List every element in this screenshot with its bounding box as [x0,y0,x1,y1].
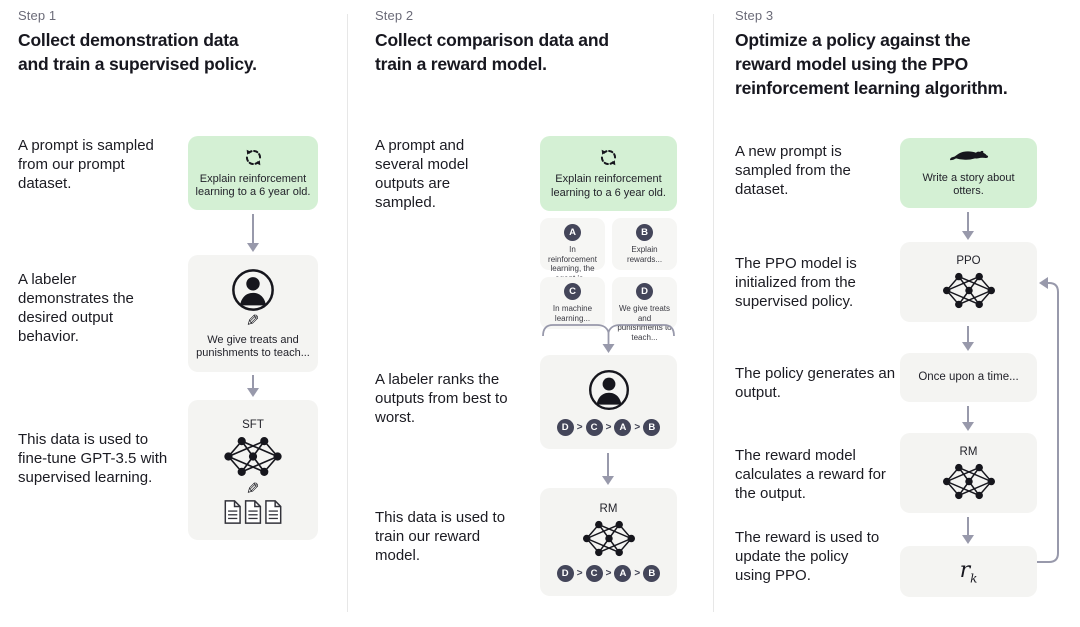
step3-prompt-box: Write a story about otters. [900,138,1037,208]
column-divider [713,14,714,612]
step2-prompt-box: Explain reinforcement learning to a 6 ye… [540,136,677,211]
step3-caption-reward: The reward model calculates a reward for… [735,447,886,502]
step3-label: Step 3 [735,8,774,23]
step1-labeler-box: ✎ We give treats and punishments to teac… [188,255,318,372]
rank-separator: > [576,422,583,433]
rank-badge: B [643,564,661,582]
rank-badge: C [585,564,603,582]
network-icon [582,520,635,556]
step2-title: Collect comparison data and train a rewa… [375,30,609,74]
otter-icon [949,150,988,160]
documents-icon [224,499,282,524]
rank-badge: A [614,419,632,436]
step1-sft-box: SFT ✎ [188,400,318,540]
step2-prompt-text: Explain reinforcement learning to a 6 ye… [551,173,666,199]
pencil-icon: ✎ [246,478,260,498]
sft-label: SFT [242,418,264,431]
down-arrow [962,326,974,351]
step1-caption-prompt: A prompt is sampled from our prompt data… [18,137,154,192]
step3-caption-ppo-init: The PPO model is initialized from the su… [735,255,857,310]
rank-badge: D [556,419,574,436]
rm-label: RM [959,445,978,458]
network-icon [224,436,282,476]
network-icon [942,463,995,499]
output-a-box: A In reinforcement learning, the agent i… [540,218,605,283]
step3-rm-box: RM [900,433,1037,513]
step2-caption-ranks: A labeler ranks the outputs from best to… [375,371,508,426]
ranking-row: D > C > A > B [556,419,661,436]
step3-prompt-text: Write a story about otters. [922,171,1015,198]
step3-reward-box: rk [900,546,1037,597]
step3-caption-prompt: A new prompt is sampled from the dataset… [735,143,851,198]
down-arrow [247,214,259,252]
down-arrow [247,375,259,397]
feedback-loop-arrow [1037,277,1059,563]
step1-label: Step 1 [18,8,57,23]
step1-prompt-text: Explain reinforcement learning to a 6 ye… [195,172,311,199]
step1-prompt-box: Explain reinforcement learning to a 6 ye… [188,136,318,210]
step1-caption-finetune: This data is used to fine-tune GPT-3.5 w… [18,431,168,486]
step1-labeler-text: We give treats and punishments to teach.… [196,333,310,360]
output-a-badge: A [564,224,581,241]
reward-value: rk [959,557,978,586]
output-d-text: We give treats and punishments to teach.… [617,304,672,342]
person-icon [232,268,274,311]
step3-caption-output: The policy generates an output. [735,365,896,401]
output-b-box: B Explain rewards... [612,218,677,270]
step2-labeler-box: D > C > A > B [540,355,677,449]
rank-separator: > [605,567,612,579]
person-icon [588,370,629,410]
output-c-box: C In machine learning... [540,277,605,329]
column-divider [347,14,348,612]
step2-caption-train: This data is used to train our reward mo… [375,509,506,564]
output-c-text: In machine learning... [552,304,593,323]
rank-badge: B [643,419,661,436]
output-b-text: Explain rewards... [626,245,663,264]
step1-caption-labeler: A labeler demonstrates the desired outpu… [18,271,134,345]
step1-title: Collect demonstration data and train a s… [18,30,257,74]
network-icon [942,272,995,308]
ppo-label: PPO [956,254,981,267]
output-c-badge: C [564,283,581,300]
rank-separator: > [634,567,641,579]
brace-arrow [542,324,675,353]
down-arrow [602,453,614,485]
output-d-badge: D [636,283,653,300]
rank-badge: A [614,564,632,582]
rank-separator: > [576,567,583,579]
step3-output-text: Once upon a time... [918,370,1019,383]
step2-rm-box: RM D > C > A > B [540,488,677,596]
output-b-badge: B [636,224,653,241]
down-arrow [962,406,974,431]
step3-output-box: Once upon a time... [900,353,1037,402]
ranking-row: D > C > A > B [556,564,661,582]
down-arrow [962,517,974,544]
rank-badge: D [556,564,574,582]
step3-title: Optimize a policy against the reward mod… [735,30,1008,98]
rm-label: RM [599,502,618,515]
output-d-box: D We give treats and punishments to teac… [612,277,677,342]
rank-badge: C [585,419,603,436]
cycle-icon [600,149,617,166]
rank-separator: > [605,422,612,433]
step2-caption-sampled: A prompt and several model outputs are s… [375,137,469,211]
pencil-icon: ✎ [246,310,260,330]
down-arrow [962,212,974,240]
step2-label: Step 2 [375,8,414,23]
cycle-icon [245,149,261,165]
step3-ppo-box: PPO [900,242,1037,322]
step3-caption-update: The reward is used to update the policy … [735,529,880,584]
rank-separator: > [634,422,641,433]
